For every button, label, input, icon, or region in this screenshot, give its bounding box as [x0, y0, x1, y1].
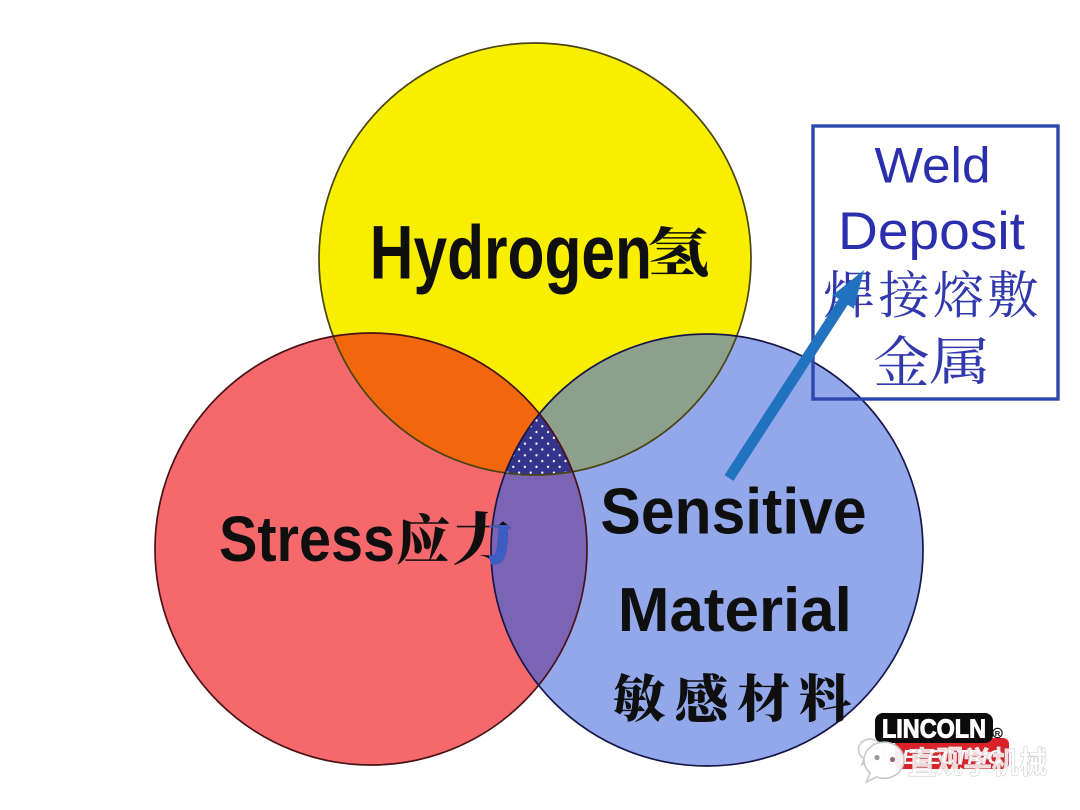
svg-text:LINCOLN: LINCOLN — [882, 714, 986, 744]
svg-text:Sensitive: Sensitive — [600, 476, 866, 548]
svg-text:Weld: Weld — [875, 138, 991, 194]
svg-text:R: R — [995, 729, 1001, 738]
svg-text:Material: Material — [618, 576, 852, 645]
svg-text:Deposit: Deposit — [838, 202, 1025, 261]
svg-text:Hydrogen: Hydrogen — [370, 210, 652, 295]
svg-text:Stress: Stress — [219, 503, 395, 575]
